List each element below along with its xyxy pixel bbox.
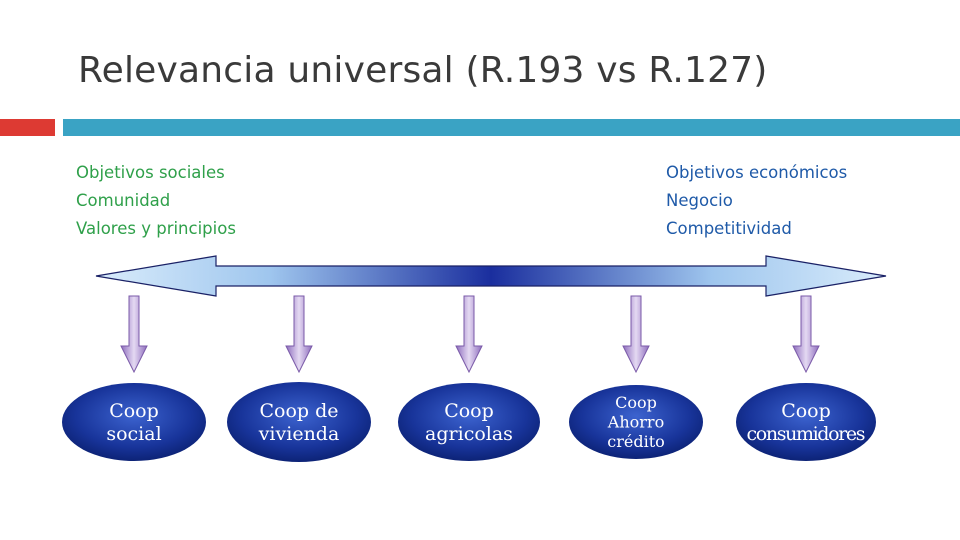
cooperative-oval [569, 385, 703, 459]
slide-title: Relevancia universal (R.193 vs R.127) [78, 50, 768, 91]
economic-objective-item: Negocio [666, 191, 733, 210]
social-objective-item: Comunidad [76, 191, 171, 210]
cooperative-label: consumidores [747, 423, 866, 445]
cooperative-label: Coop [615, 393, 657, 412]
cooperative-label: Coop [109, 400, 159, 422]
accent-bar-blue [63, 119, 960, 136]
double-headed-spectrum-arrow [95, 255, 887, 297]
cooperative-oval [736, 383, 876, 461]
cooperative-label: social [106, 423, 161, 445]
cooperative-label: crédito [607, 432, 665, 451]
down-arrow [285, 295, 313, 374]
down-arrow [792, 295, 820, 374]
social-objectives-list: Objetivos sociales Comunidad Valores y p… [76, 159, 236, 243]
accent-bar-red [0, 119, 55, 136]
economic-objectives-list: Objetivos económicos Negocio Competitivi… [666, 159, 847, 243]
down-arrow [455, 295, 483, 374]
cooperative-label: Ahorro [607, 413, 664, 432]
economic-objective-item: Objetivos económicos [666, 163, 848, 182]
down-arrow [120, 295, 148, 374]
cooperative-label: agricolas [425, 423, 513, 445]
cooperative-label: Coop [781, 400, 831, 422]
social-objective-item: Objetivos sociales [76, 163, 225, 182]
cooperative-oval [398, 383, 540, 461]
down-arrow [622, 295, 650, 374]
cooperative-label: vivienda [258, 423, 340, 445]
economic-objective-item: Competitividad [666, 219, 792, 238]
cooperative-oval [62, 383, 206, 461]
cooperative-label: Coop de [259, 400, 338, 422]
down-arrows-group [120, 295, 820, 374]
cooperative-oval [227, 382, 371, 462]
social-objective-item: Valores y principios [76, 219, 236, 238]
cooperative-label: Coop [444, 400, 494, 422]
